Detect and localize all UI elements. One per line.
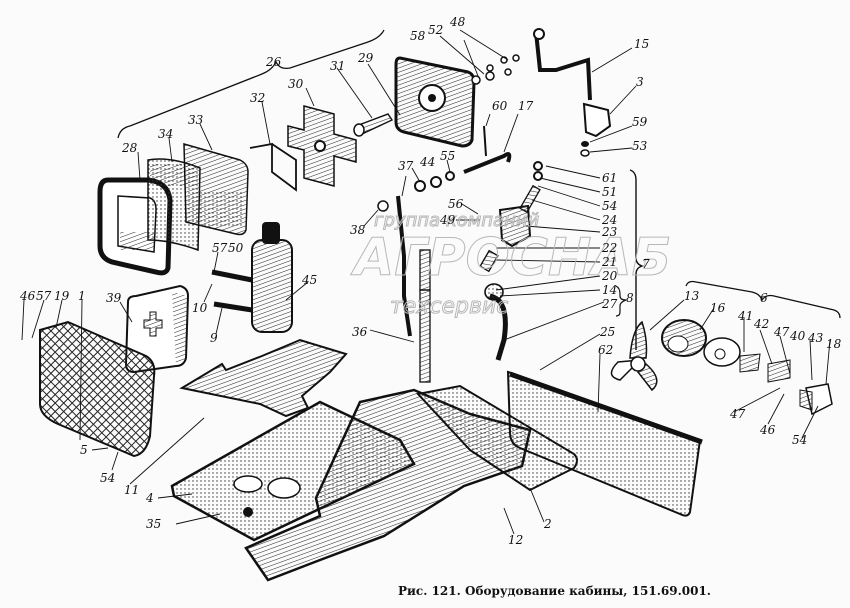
callout-46-b: 46	[760, 423, 776, 437]
rod-15	[534, 31, 592, 101]
callout-61: 61	[602, 171, 618, 185]
watermark-line3: техсервис	[389, 294, 509, 320]
brace-8	[615, 285, 627, 317]
callout-22: 22	[602, 241, 618, 255]
callout-20: 20	[602, 269, 618, 283]
callout-5: 5	[80, 443, 88, 457]
callout-62: 62	[598, 343, 614, 357]
callout-28: 28	[122, 141, 138, 155]
callout-16: 16	[710, 301, 726, 315]
callout-3: 3	[636, 75, 644, 89]
callout-55: 55	[440, 149, 456, 163]
callout-58: 58	[410, 29, 426, 43]
callout-24: 24	[602, 213, 618, 227]
callout-38: 38	[350, 223, 366, 237]
callout-4: 4	[146, 491, 154, 505]
callout-52: 52	[428, 23, 444, 37]
callout-21: 21	[602, 255, 618, 269]
callout-56: 56	[448, 197, 464, 211]
callout-37: 37	[398, 159, 414, 173]
lamp-box	[394, 56, 476, 148]
bracket-6	[685, 280, 841, 319]
callout-27: 27	[602, 297, 618, 311]
callout-57-b: 57	[36, 289, 52, 303]
wiper-arm	[396, 195, 412, 337]
callout-46-a: 46	[20, 289, 36, 303]
callout-10: 10	[192, 301, 208, 315]
callout-8: 8	[626, 291, 634, 305]
watermark-line2: АГРОСНАБ	[353, 228, 672, 289]
callout-12: 12	[508, 533, 524, 547]
callout-42: 42	[754, 317, 770, 331]
callout-59: 59	[632, 115, 648, 129]
callout-18: 18	[826, 337, 842, 351]
callout-14: 14	[602, 283, 618, 297]
floor-mat-upper	[179, 338, 348, 418]
callout-49: 49	[440, 213, 456, 227]
figure-caption: Рис. 121. Оборудование кабины, 151.69.00…	[398, 584, 711, 598]
storage-net	[39, 320, 156, 458]
callout-54-a: 54	[602, 199, 618, 213]
watermark-line1: группа компаний	[373, 210, 540, 232]
callout-47-b: 47	[730, 407, 746, 421]
first-aid-kit	[124, 284, 190, 374]
callout-33: 33	[188, 113, 204, 127]
callout-17: 17	[518, 99, 534, 113]
callout-1: 1	[78, 289, 86, 303]
callout-35: 35	[146, 517, 162, 531]
callout-15: 15	[634, 37, 650, 51]
callout-6: 6	[760, 291, 768, 305]
callout-9: 9	[210, 331, 218, 345]
washers	[414, 171, 455, 192]
callout-2: 2	[544, 517, 552, 531]
bracket-3	[582, 102, 612, 138]
callout-51: 51	[602, 185, 618, 199]
callout-50: 50	[228, 241, 244, 255]
callout-54-b: 54	[100, 471, 116, 485]
callout-30: 30	[288, 77, 304, 91]
callout-29: 29	[358, 51, 374, 65]
door-panel	[506, 370, 703, 517]
callout-36: 36	[352, 325, 368, 339]
callout-26: 26	[266, 55, 282, 69]
callout-41: 41	[738, 309, 754, 323]
callout-44: 44	[420, 155, 436, 169]
callout-53: 53	[632, 139, 648, 153]
callout-57-a: 57	[212, 241, 228, 255]
callout-32: 32	[250, 91, 266, 105]
leader-lines	[21, 29, 831, 535]
callout-19: 19	[54, 289, 70, 303]
callout-48: 48	[450, 15, 466, 29]
fasteners-top	[471, 54, 520, 85]
bracket-26	[117, 29, 385, 139]
callout-54-c: 54	[792, 433, 808, 447]
visor-wire	[249, 142, 297, 192]
thermos	[211, 222, 293, 333]
callout-13: 13	[684, 289, 700, 303]
callout-31: 31	[330, 59, 346, 73]
callout-7: 7	[642, 257, 650, 271]
callout-11: 11	[124, 483, 140, 497]
hook-17	[463, 152, 512, 174]
callout-43: 43	[808, 331, 824, 345]
brace-7	[629, 169, 645, 350]
callout-45: 45	[302, 273, 318, 287]
callout-40: 40	[790, 329, 806, 343]
callout-47-a: 47	[774, 325, 790, 339]
callout-23: 23	[602, 225, 618, 239]
fan-assembly	[610, 319, 833, 416]
callout-34: 34	[158, 127, 174, 141]
callout-60: 60	[492, 99, 508, 113]
callout-25: 25	[600, 325, 616, 339]
callout-39: 39	[106, 291, 122, 305]
